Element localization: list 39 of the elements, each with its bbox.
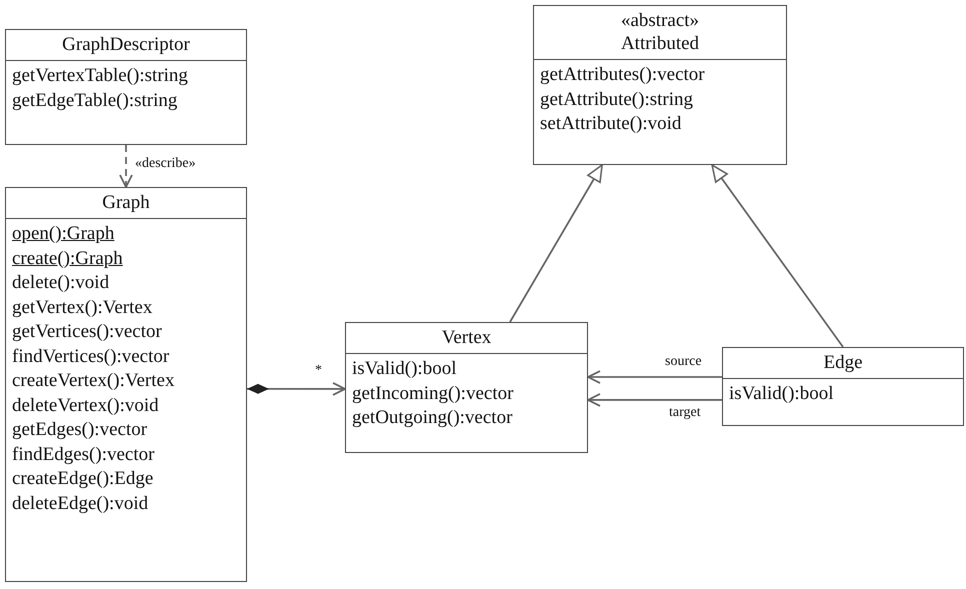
method-text: setAttribute():void: [540, 112, 682, 136]
method-text: open():Graph: [12, 222, 114, 246]
class-box: [5, 29, 247, 145]
composition-arrow: [247, 382, 346, 396]
generalization-arrow: [509, 164, 603, 322]
method-text: delete():void: [12, 271, 110, 295]
class-name: Edge: [822, 351, 864, 374]
method-text: getVertex():Vertex: [12, 296, 154, 320]
method-text: isValid():bool: [352, 357, 458, 381]
edge-label: target: [668, 405, 702, 421]
class-box: [533, 5, 787, 165]
method-text: getVertexTable():string: [12, 64, 189, 88]
method-text: getIncoming():vector: [352, 382, 514, 406]
method-text: findVertices():vector: [12, 344, 170, 368]
method-text: getVertices():vector: [12, 320, 163, 344]
method-text: deleteVertex():void: [12, 394, 160, 418]
class-box: [5, 187, 247, 582]
method-text: createEdge():Edge: [12, 467, 154, 491]
method-text: deleteEdge():void: [12, 492, 150, 516]
class-name: Graph: [101, 191, 151, 214]
dependency-arrow: [119, 145, 133, 188]
class-name: Attributed: [620, 32, 700, 55]
method-text: getAttribute():string: [540, 88, 694, 112]
class-name: GraphDescriptor: [61, 33, 191, 56]
class-box: [722, 347, 964, 426]
class-box: [345, 322, 588, 453]
method-text: create():Graph: [12, 246, 123, 270]
association-arrow: [587, 370, 722, 384]
method-text: isValid():bool: [729, 382, 834, 406]
method-text: getEdges():vector: [12, 418, 148, 442]
method-text: findEdges():vector: [12, 442, 156, 466]
generalization-arrow: [711, 164, 844, 348]
method-text: getEdgeTable():string: [12, 88, 178, 112]
association-arrow: [587, 393, 722, 407]
class-name: Vertex: [440, 326, 492, 349]
method-text: getAttributes():vector: [540, 63, 706, 87]
stereotype-label: «abstract»: [620, 9, 700, 32]
method-text: createVertex():Vertex: [12, 369, 176, 393]
method-text: getOutgoing():vector: [352, 406, 514, 430]
